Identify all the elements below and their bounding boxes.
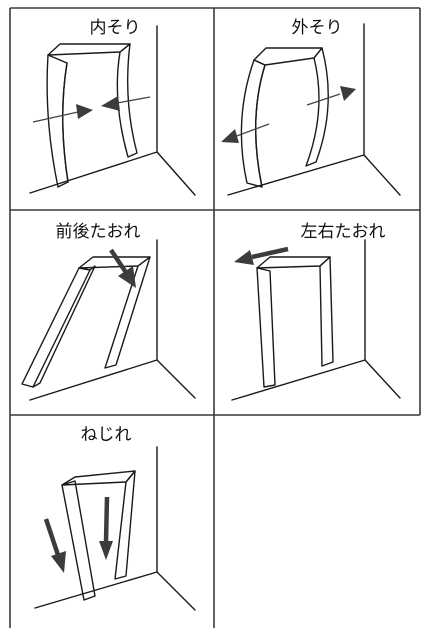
inner-left-arrow-head [76, 104, 93, 119]
floor-right-line [156, 359, 196, 399]
twist-left-arrow-shaft [43, 518, 61, 556]
right-jamb [305, 47, 329, 167]
floor-left-line [29, 359, 158, 401]
outer-right-arrow-head [340, 86, 356, 101]
cell-outer-warp: 外そり [221, 18, 401, 196]
cell-twist: ねじれ [34, 425, 196, 611]
inner-right-arrow-shaft [116, 96, 151, 104]
door-head [61, 470, 136, 486]
cell-inner-warp: 内そり [29, 18, 196, 196]
floor-right-line [363, 154, 401, 196]
right-jamb [114, 470, 136, 580]
left-jamb-inner-edge [62, 62, 69, 183]
cell-twist-label: ねじれ [81, 425, 132, 445]
outer-left-arrow-shaft [233, 123, 270, 138]
left-jamb [21, 267, 91, 388]
cell-left-right-tilt: 左右たおれ [231, 222, 401, 401]
right-jamb [104, 256, 151, 369]
right-jamb [319, 256, 334, 367]
cell-front-back-tilt-label: 前後たおれ [56, 222, 141, 242]
inner-right-arrow-head [101, 96, 120, 111]
cell-front-back-tilt: 前後たおれ [21, 222, 196, 401]
left-jamb [256, 267, 276, 388]
floor-left-line [34, 571, 158, 609]
floor-right-line [364, 359, 401, 399]
twist-right-arrow-shaft [103, 496, 110, 543]
inner-left-arrow-shaft [32, 111, 79, 123]
floor-right-line [156, 571, 196, 611]
floor-left-line [227, 154, 365, 196]
tilt-arrow-head [234, 250, 254, 265]
left-jamb-inner-edge [255, 64, 266, 188]
tilt-arrow-shaft [109, 248, 129, 276]
grid-frame [9, 7, 421, 628]
left-jamb [61, 480, 96, 601]
cell-outer-warp-label: 外そり [292, 18, 343, 38]
floor-left-line [29, 151, 158, 194]
door-head [47, 43, 131, 56]
cell-left-right-tilt-label: 左右たおれ [301, 222, 386, 242]
floor-left-line [231, 359, 366, 401]
right-jamb [116, 43, 138, 158]
door-head [253, 47, 323, 66]
twist-left-arrow-head [51, 551, 66, 573]
tilt-arrow-head [118, 266, 136, 288]
cell-inner-warp-label: 内そり [90, 18, 141, 38]
floor-right-line [156, 151, 196, 196]
twist-right-arrow-head [99, 541, 113, 560]
tilt-arrow-shaft [251, 246, 289, 260]
outer-left-arrow-head [221, 129, 239, 143]
door-head [256, 256, 331, 269]
outer-right-arrow-shaft [306, 93, 341, 106]
